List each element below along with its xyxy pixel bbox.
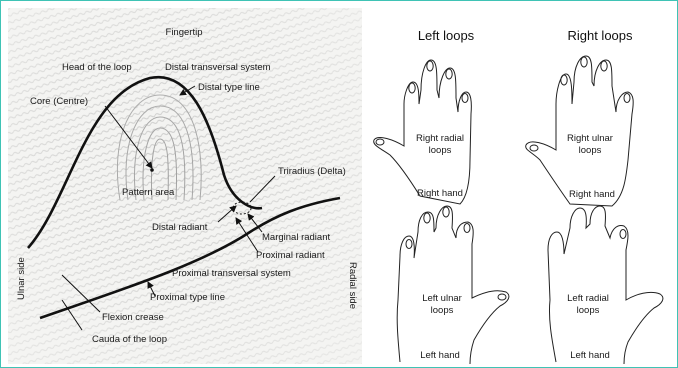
- hand-left-radial-loops-label-1: Left radial: [567, 293, 609, 304]
- hand-left-radial-loops-label-2: loops: [577, 305, 600, 316]
- hand-right-radial: [374, 60, 472, 204]
- loop-icon: [530, 145, 538, 151]
- title-left-loops: Left loops: [418, 28, 475, 43]
- loop-icon: [424, 213, 430, 223]
- hand-right-ulnar-loops-label-2: loops: [579, 145, 602, 156]
- loop-icon: [446, 69, 452, 79]
- label-core: Core (Centre): [30, 96, 88, 107]
- loop-icon: [624, 94, 630, 103]
- loop-icon: [561, 75, 567, 85]
- label-distal-radiant: Distal radiant: [152, 222, 208, 233]
- hand-right-ulnar: [526, 56, 634, 206]
- label-radial-side: Radial side: [347, 262, 358, 309]
- core-point: [150, 168, 154, 172]
- label-distal-transversal-system: Distal transversal system: [165, 62, 271, 73]
- loop-icon: [620, 230, 626, 239]
- loop-icon: [498, 294, 506, 300]
- hand-right-ulnar-loops-label-1: Right ulnar: [567, 133, 613, 144]
- hand-left-ulnar-loops-label-2: loops: [431, 305, 454, 316]
- label-proximal-radiant: Proximal radiant: [256, 250, 325, 261]
- hand-outline: [526, 56, 634, 206]
- loop-icon: [406, 240, 412, 249]
- label-cauda-of-loop: Cauda of the loop: [92, 334, 167, 345]
- hand-outline: [548, 206, 663, 364]
- label-marginal-radiant: Marginal radiant: [262, 232, 330, 243]
- hand-outline: [397, 206, 509, 364]
- hand-left-ulnar-loops-label-1: Left ulnar: [422, 293, 462, 304]
- loop-icon: [462, 94, 468, 103]
- loop-icon: [376, 139, 384, 145]
- hand-left-ulnar: [397, 206, 509, 364]
- hand-left-radial: [548, 206, 663, 364]
- loop-icon: [464, 224, 470, 233]
- hand-left-radial-name: Left hand: [570, 350, 610, 361]
- hand-right-radial-loops-label-1: Right radial: [416, 133, 464, 144]
- label-fingertip: Fingertip: [166, 27, 203, 38]
- fingerprint-panel: Fingertip Head of the loop Distal transv…: [8, 8, 362, 364]
- label-pattern-area: Pattern area: [122, 187, 175, 198]
- loop-icon: [443, 207, 449, 217]
- label-flexion-crease: Flexion crease: [102, 312, 164, 323]
- label-distal-type-line: Distal type line: [198, 82, 260, 93]
- label-head-of-loop: Head of the loop: [62, 62, 132, 73]
- loop-icon: [601, 61, 607, 71]
- label-proximal-transversal-system: Proximal transversal system: [172, 268, 291, 279]
- loop-icon: [581, 57, 587, 67]
- loop-icon: [427, 61, 433, 71]
- loop-icon: [409, 83, 415, 93]
- hand-right-radial-name: Right hand: [417, 188, 463, 199]
- label-ulnar-side: Ulnar side: [16, 257, 27, 300]
- hand-right-ulnar-name: Right hand: [569, 189, 615, 200]
- hand-left-ulnar-name: Left hand: [420, 350, 460, 361]
- label-proximal-type-line: Proximal type line: [150, 292, 225, 303]
- hand-outline: [374, 60, 472, 204]
- title-right-loops: Right loops: [567, 28, 633, 43]
- label-triradius: Triradius (Delta): [278, 166, 346, 177]
- hand-right-radial-loops-label-2: loops: [429, 145, 452, 156]
